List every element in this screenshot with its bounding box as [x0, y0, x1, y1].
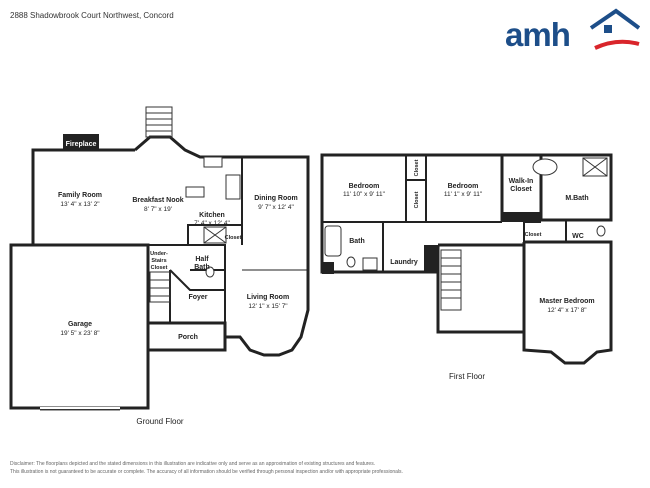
label-master-bedroom: Master Bedroom [539, 298, 594, 305]
label-walkin-2: Closet [510, 186, 532, 193]
label-living-room: Living Room [247, 294, 289, 301]
amh-house-icon [589, 8, 641, 50]
bathtub-icon [324, 225, 342, 257]
toilet-icon [346, 256, 356, 268]
dims-bedroom-2: 11' 1" x 9' 11" [444, 191, 483, 198]
label-under-stairs-1: Under- [150, 251, 168, 257]
label-half-bath-1: Half [195, 256, 209, 263]
label-under-stairs-3: Closet [151, 265, 168, 271]
label-closet-a: Closet [414, 159, 420, 176]
property-address: 2888 Shadowbrook Court Northwest, Concor… [10, 11, 174, 20]
disclaimer-line-2: This illustration is not guaranteed to b… [10, 469, 403, 475]
dims-living-room: 12' 1" x 15' 7" [248, 303, 288, 310]
dims-bedroom-1: 11' 10" x 9' 11" [343, 191, 386, 198]
mbath-tub-icon [532, 158, 558, 176]
wc-toilet-icon [596, 225, 606, 237]
label-garage: Garage [68, 321, 92, 328]
ground-right-wall [225, 155, 310, 357]
label-mbath: M.Bath [565, 195, 588, 202]
dims-family-room: 13' 4" x 13' 2" [60, 201, 100, 208]
disclaimer-line-1: Disclaimer: The floorplans depicted and … [10, 461, 376, 467]
dims-kitchen: 7' 4" x 12' 4" [194, 220, 230, 227]
label-laundry: Laundry [390, 259, 418, 266]
kitchen-counters [185, 156, 241, 278]
bay-window-wall [134, 135, 242, 159]
label-dining-room: Dining Room [254, 195, 298, 202]
first-stairs [440, 249, 462, 311]
label-closet-b: Closet [414, 191, 420, 208]
label-bedroom-2: Bedroom [448, 183, 479, 190]
label-bedroom-1: Bedroom [349, 183, 380, 190]
ground-top-wall [31, 148, 135, 245]
master-wall [522, 240, 613, 365]
label-kitchen: Kitchen [199, 212, 225, 219]
first-floor-label: First Floor [449, 372, 485, 381]
label-under-stairs-2: Stairs [151, 258, 166, 264]
dims-dining-room: 9' 7" x 12' 4" [258, 204, 294, 211]
label-half-bath-2: Bath [194, 264, 210, 271]
label-porch: Porch [178, 334, 198, 341]
dims-breakfast-nook: 8' 7" x 19' [144, 206, 172, 213]
label-bath: Bath [349, 238, 365, 245]
label-closet-kitchen: Closet [225, 235, 242, 241]
stair-wall [436, 272, 524, 334]
ground-floor-label: Ground Floor [136, 417, 183, 426]
label-closet-c: Closet [525, 232, 542, 238]
ground-stairs [145, 106, 173, 303]
label-wc: WC [572, 233, 584, 240]
label-walkin-1: Walk-In [509, 178, 534, 185]
label-breakfast-nook: Breakfast Nook [132, 197, 183, 204]
fireplace-box [63, 134, 99, 151]
dims-garage: 19' 5" x 23' 8" [60, 330, 100, 337]
label-family-room: Family Room [58, 192, 102, 199]
label-fireplace: Fireplace [66, 141, 97, 148]
dims-master-bedroom: 12' 4" x 17' 8" [547, 307, 587, 314]
amh-logo: amh [505, 8, 641, 56]
amh-logo-text: amh [505, 16, 571, 53]
label-foyer: Foyer [188, 294, 207, 301]
